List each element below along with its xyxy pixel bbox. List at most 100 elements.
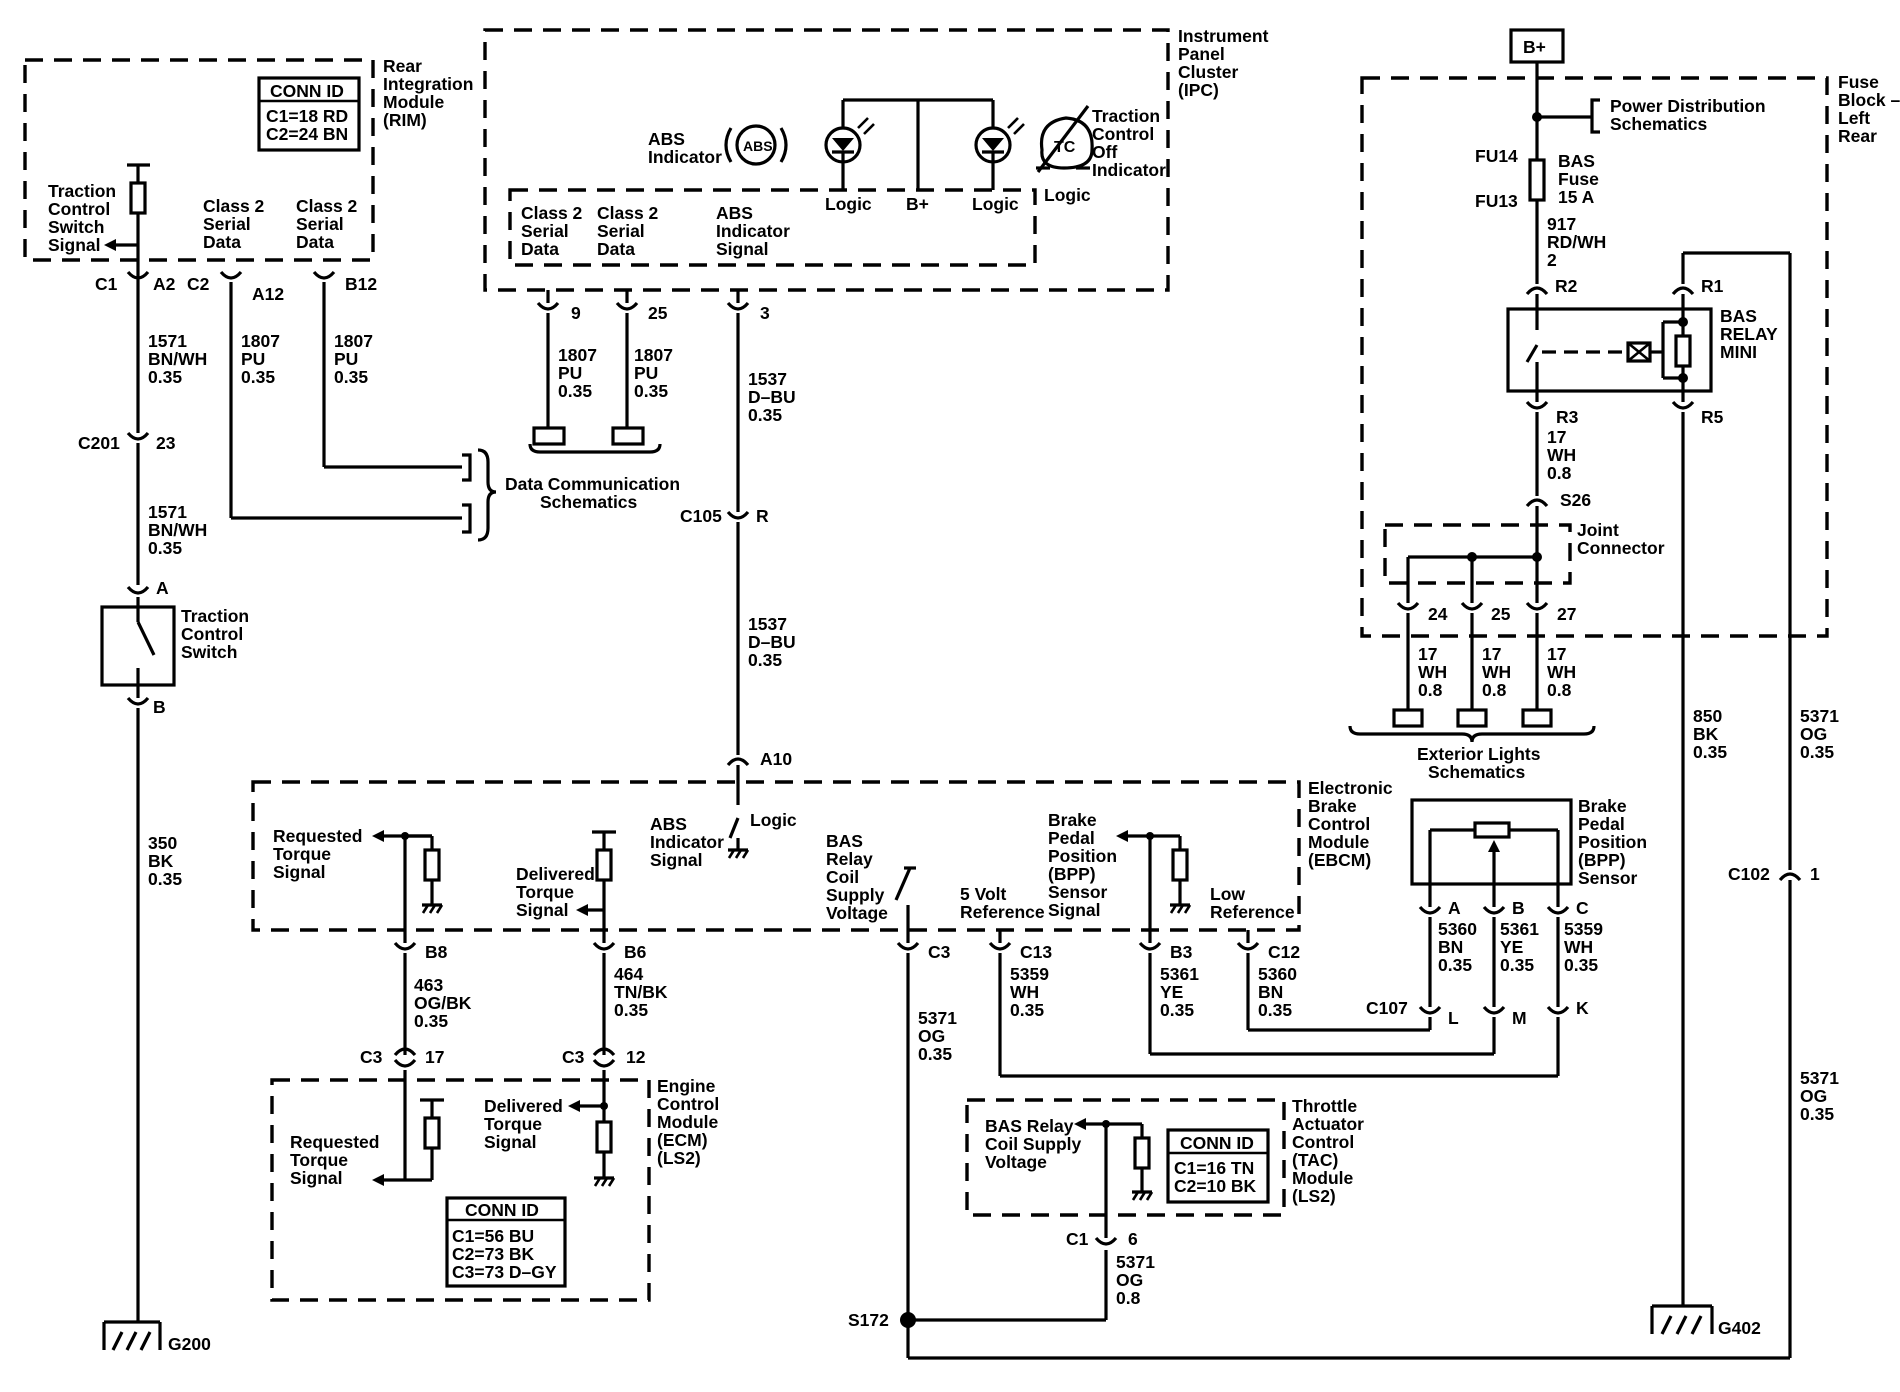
tcs-pin-b: B (153, 697, 166, 717)
ipc-logic-subbox (508, 188, 1037, 267)
fuse-block-bplus: B+ (1523, 37, 1546, 57)
relay-pin-r3: R3 (1556, 407, 1579, 427)
connector-c201: C201 (78, 433, 120, 453)
abs-led-icon (824, 117, 875, 190)
ipc-logic-outer: Logic (1044, 185, 1091, 205)
joint-pin-27: 27 (1557, 604, 1576, 624)
rim-conn-id-box (257, 76, 361, 152)
bpp-pin-b: B (1512, 898, 1525, 918)
ebcm-pin-a10: A10 (760, 749, 792, 769)
bpp-sensor-body (1410, 798, 1573, 886)
tac-pin-6: 6 (1128, 1229, 1138, 1249)
rim-pin-a12: A12 (252, 284, 284, 304)
ecm-pin-c3-b: C3 (562, 1047, 585, 1067)
bas-fuse-icon (1528, 158, 1546, 202)
ipc-logic-right: Logic (972, 194, 1019, 214)
tc-off-led-icon (974, 117, 1025, 190)
ecm-pin-12: 12 (626, 1047, 646, 1067)
ebcm-pin-c12: C12 (1268, 942, 1300, 962)
ground-g402-label: G402 (1718, 1318, 1761, 1338)
ebcm-pin-c13: C13 (1020, 942, 1052, 962)
ipc-bplus: B+ (906, 194, 929, 214)
rim-pin-c1: C1 (95, 274, 118, 294)
ebcm-pin-b3: B3 (1170, 942, 1193, 962)
ipc-pin-9: 9 (571, 303, 581, 323)
bpp-pin-c: C (1576, 898, 1589, 918)
ipc-logic-left: Logic (825, 194, 872, 214)
ecm-conn-id-box (445, 1196, 567, 1288)
rim-pin-b12: B12 (345, 274, 377, 294)
ecm-pin-c3-a: C3 (360, 1047, 383, 1067)
splice-s26: S26 (1560, 490, 1591, 510)
connector-c105-pin: R (756, 506, 769, 526)
ebcm-pin-c3: C3 (928, 942, 951, 962)
rim-pin-a2: A2 (153, 274, 176, 294)
ecm-module-outline (270, 1078, 651, 1302)
joint-pin-25: 25 (1491, 604, 1511, 624)
ebcm-pin-b6: B6 (624, 942, 647, 962)
connector-c107-k: K (1576, 998, 1589, 1018)
tcs-pin-a: A (156, 578, 169, 598)
rim-pin-c2: C2 (187, 274, 210, 294)
connector-c107-l: L (1448, 1008, 1459, 1028)
ipc-pin-25: 25 (648, 303, 668, 323)
connector-c201-pin: 23 (156, 433, 176, 453)
fuse-fu14: FU14 (1475, 146, 1518, 166)
tac-module-outline (965, 1098, 1286, 1217)
relay-pin-r1: R1 (1701, 276, 1724, 296)
svg-text:ABS: ABS (743, 138, 773, 154)
ground-g200-label: G200 (168, 1334, 211, 1354)
splice-s172: S172 (848, 1310, 889, 1330)
tac-conn-id-title: CONN ID (1180, 1133, 1254, 1153)
relay-pin-r5: R5 (1701, 407, 1724, 427)
rim-module-outline (23, 58, 375, 262)
ebcm-pin-b8: B8 (425, 942, 448, 962)
